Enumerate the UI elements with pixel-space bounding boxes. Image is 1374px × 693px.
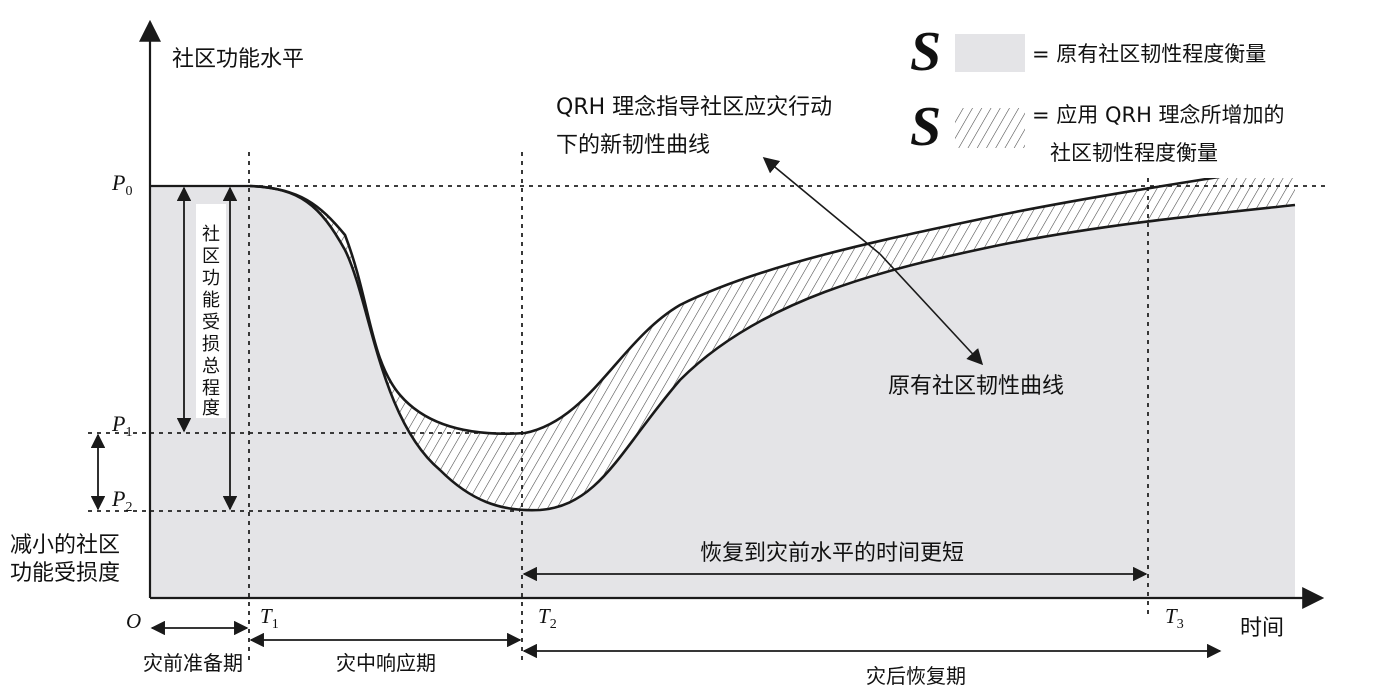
original-resilience-area — [150, 186, 1295, 598]
origin-label: O — [126, 609, 141, 633]
t3-label: T3 — [1165, 604, 1184, 632]
total-damage-char: 功 — [202, 268, 220, 289]
legend-hatch-symbol: S — [910, 96, 941, 158]
total-damage-vertical-label: 社 区 功 能 受 损 总 程 度 — [202, 224, 220, 419]
p0-label: P0 — [111, 170, 132, 199]
original-resilience-curve — [249, 184, 1296, 512]
reduced-damage-label-line2: 功能受损度 — [10, 561, 120, 586]
phase-recovery-label: 灾后恢复期 — [866, 664, 966, 688]
original-curve-callout: 原有社区韧性曲线 — [888, 374, 1064, 399]
total-damage-char: 度 — [202, 398, 220, 419]
total-damage-char: 能 — [202, 290, 220, 311]
y-axis-label: 社区功能水平 — [172, 47, 304, 72]
t2-label: T2 — [538, 604, 557, 632]
p1-label: P1 — [111, 411, 132, 440]
phase-response-label: 灾中响应期 — [336, 651, 436, 675]
new-curve-pointer-arrow — [762, 156, 881, 255]
legend-gray-symbol: S — [910, 21, 941, 83]
total-damage-char: 区 — [202, 246, 220, 267]
legend-hatch-description-line2: 社区韧性程度衡量 — [1050, 141, 1218, 165]
total-damage-char: 损 — [202, 334, 220, 355]
total-damage-char: 社 — [202, 224, 220, 245]
x-axis-label: 时间 — [1240, 616, 1284, 641]
legend-gray-description: = 原有社区韧性程度衡量 — [1032, 42, 1266, 66]
reduced-damage-label-line1: 减小的社区 — [10, 533, 120, 558]
total-damage-char: 总 — [202, 356, 220, 377]
phase-preparation-label: 灾前准备期 — [143, 651, 243, 675]
legend: S = 原有社区韧性程度衡量 S = 应用 QRH 理念所增加的 社区韧性程度衡… — [905, 18, 1325, 178]
new-curve-callout-line1: QRH 理念指导社区应灾行动 — [556, 95, 832, 120]
reference-dotted-lines — [150, 152, 1330, 660]
added-resilience-hatch-area — [250, 165, 1295, 511]
faster-recovery-label: 恢复到灾前水平的时间更短 — [700, 541, 964, 566]
legend-gray-swatch — [955, 34, 1025, 72]
total-damage-char: 程 — [202, 378, 220, 399]
total-damage-label-box — [196, 204, 226, 418]
reduced-damage-label-box — [6, 528, 140, 584]
original-curve-pointer-arrow — [879, 253, 984, 366]
total-damage-char: 受 — [202, 312, 220, 333]
new-resilience-curve — [249, 163, 1296, 435]
t1-label: T1 — [260, 604, 279, 632]
legend-hatch-description-line1: = 应用 QRH 理念所增加的 — [1032, 103, 1285, 127]
legend-hatch-swatch — [955, 108, 1025, 148]
new-curve-callout-line2: 下的新韧性曲线 — [556, 133, 710, 158]
p2-label: P2 — [111, 486, 132, 515]
